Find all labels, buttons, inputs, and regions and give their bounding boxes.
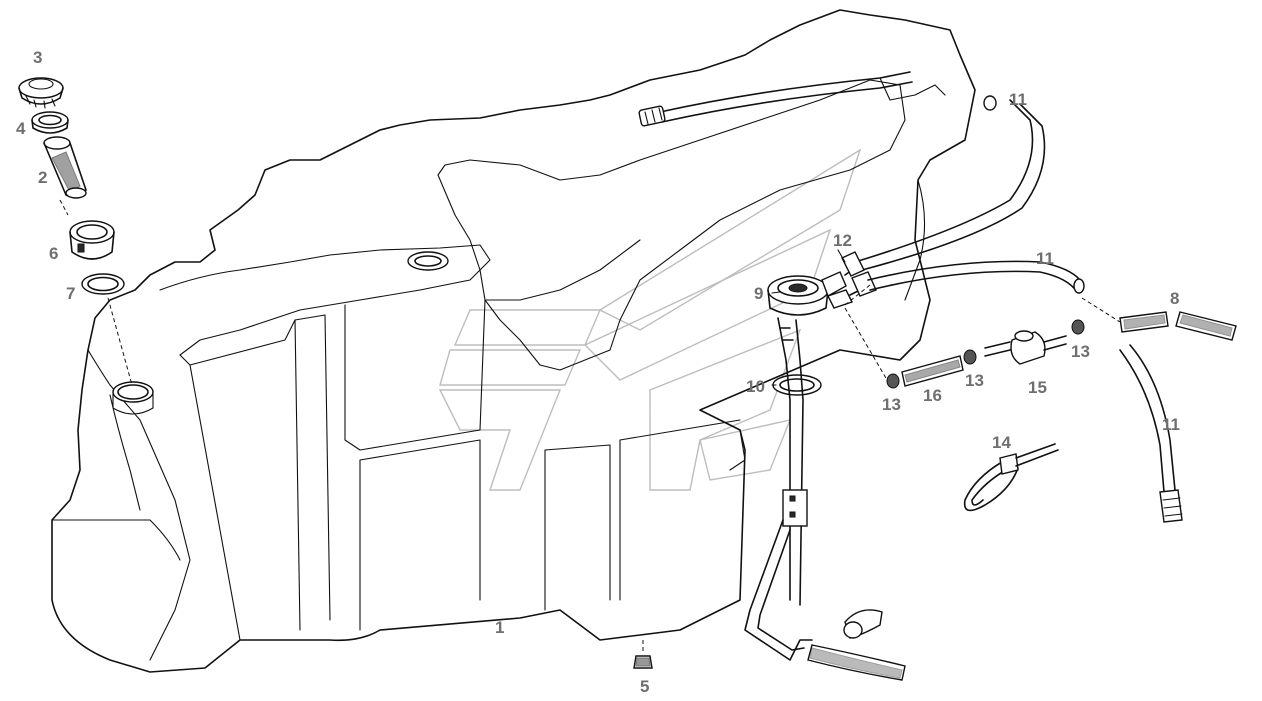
- part-13-clamps: [886, 319, 1085, 389]
- part-16-hose-section: [901, 355, 964, 387]
- callout-11-upper: 11: [1009, 90, 1027, 109]
- callout-16: 16: [923, 386, 942, 405]
- sender-tube-float: [744, 317, 906, 681]
- callout-2: 2: [38, 168, 47, 187]
- part-5-drain-plug: [633, 640, 653, 669]
- callout-labels: 3 4 2 6 7 1 5 9 10 12 11 11 11 8 13 13 1…: [16, 48, 1180, 696]
- part-3-filler-cap: [18, 77, 64, 109]
- callout-12: 12: [833, 231, 852, 250]
- callout-13-right: 13: [1071, 342, 1090, 361]
- part-15-fuel-filter: [984, 330, 1067, 365]
- fuel-tank: [51, 9, 976, 673]
- part-8-hose-pieces: [1119, 311, 1237, 341]
- part-11-hose-middle: [867, 260, 1085, 294]
- callout-7: 7: [66, 284, 75, 303]
- part-11-hose-upper: [854, 95, 1046, 271]
- callout-6: 6: [49, 244, 58, 263]
- callout-15: 15: [1028, 378, 1047, 397]
- callout-11-lower: 11: [1162, 415, 1180, 434]
- callout-1: 1: [495, 618, 504, 637]
- part-6-adapter-ring: [69, 220, 115, 260]
- callout-8: 8: [1170, 289, 1179, 308]
- part-9-fuel-sender: [767, 267, 861, 316]
- callout-4: 4: [16, 119, 26, 138]
- watermark-logo: [438, 148, 862, 491]
- callout-11-middle: 11: [1036, 249, 1054, 268]
- callout-9: 9: [754, 284, 763, 303]
- part-2-filler-tube: [43, 136, 87, 199]
- callout-13-left: 13: [882, 395, 901, 414]
- callout-10: 10: [746, 377, 765, 396]
- fuel-line-axis: [844, 284, 1121, 386]
- part-10-sender-gasket: [772, 374, 822, 396]
- callout-3: 3: [33, 48, 42, 67]
- part-11-hose-lower: [1119, 344, 1183, 523]
- callout-13-middle: 13: [965, 371, 984, 390]
- callout-14: 14: [992, 433, 1011, 452]
- tank-top-hose: [638, 71, 946, 127]
- part-4-ring-nut: [31, 111, 69, 134]
- part-7-seal-ring: [81, 273, 125, 295]
- callout-5: 5: [640, 677, 649, 696]
- leader-lines: [771, 249, 846, 386]
- part-14-cable-tie: [963, 443, 1059, 512]
- filler-assembly-axis: [59, 199, 133, 386]
